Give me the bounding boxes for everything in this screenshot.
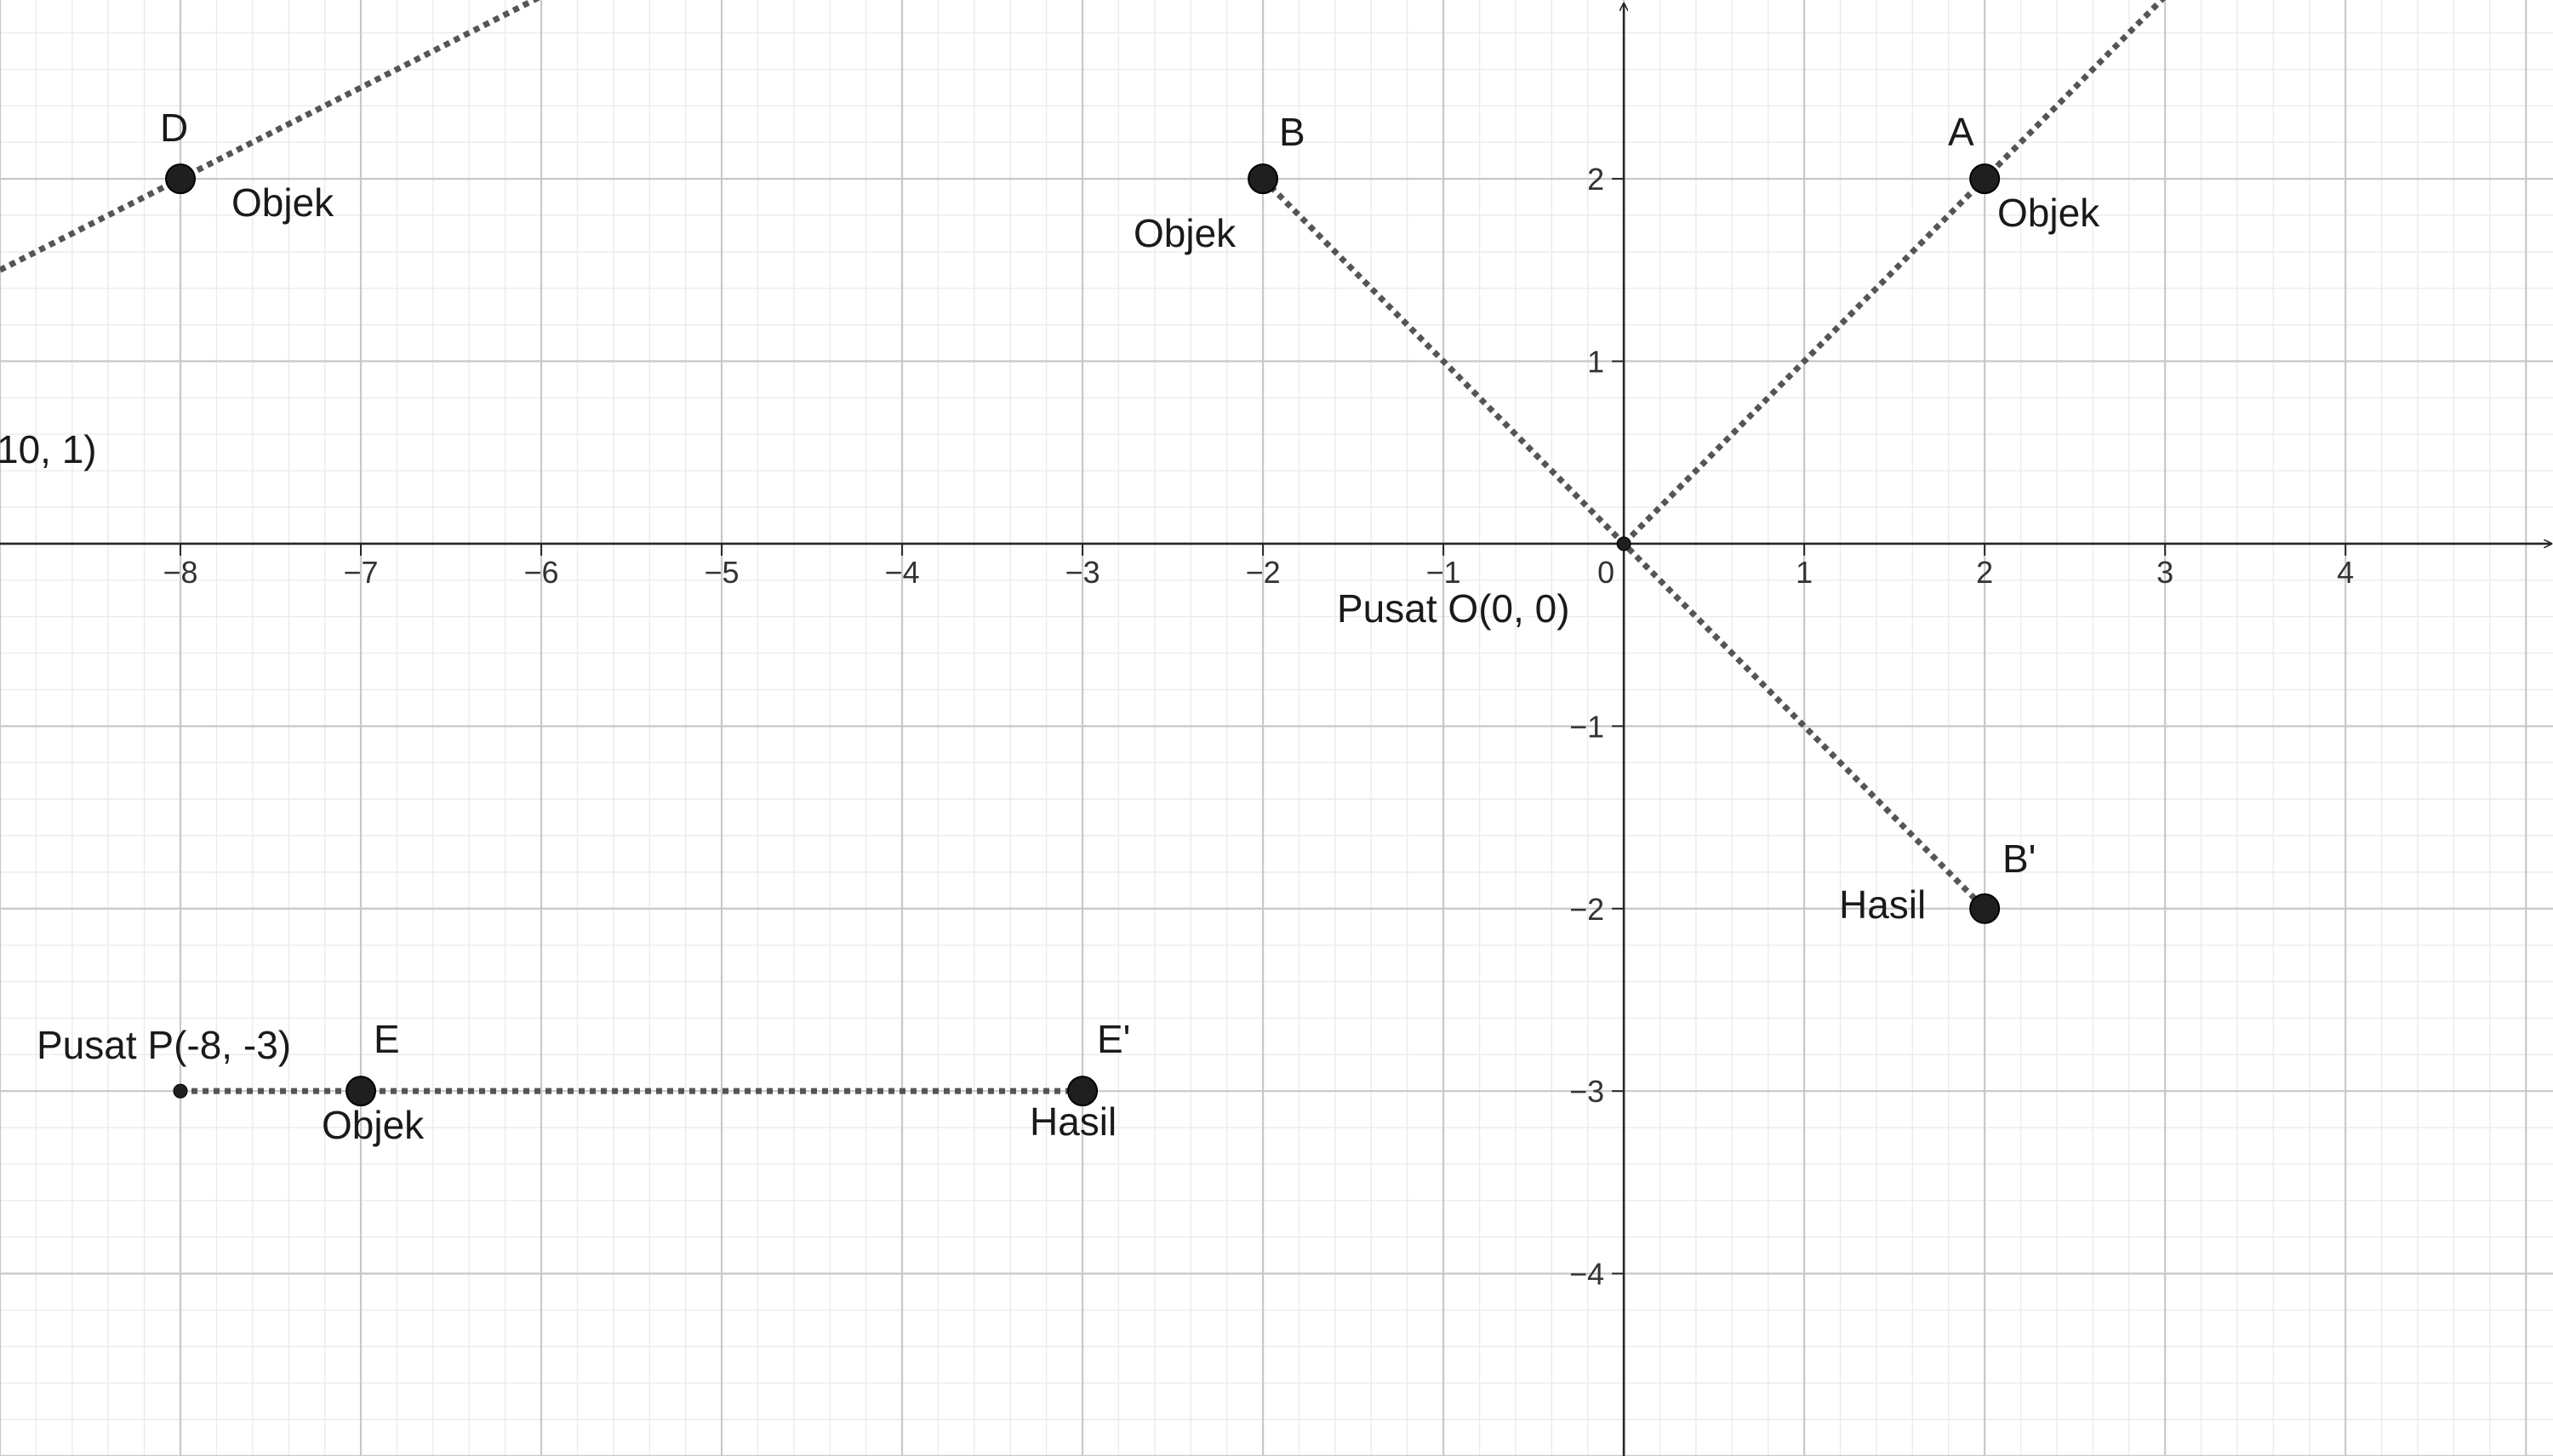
x-tick-label: 0 [1597, 555, 1614, 590]
point-p [173, 1083, 188, 1099]
x-tick-labels: −8 −7 −6 −5 −4 −3 −2 −1 0 1 2 3 4 [163, 555, 2354, 590]
point-d [165, 163, 197, 195]
point-eprime [1067, 1076, 1099, 1107]
x-tick-label: −2 [1246, 555, 1281, 590]
x-tick-label: −8 [163, 555, 197, 590]
point-e-name: E [374, 1017, 400, 1061]
line-a [1621, 0, 2166, 546]
line-d [0, 0, 541, 273]
point-b [1248, 163, 1279, 195]
point-a [1969, 163, 2001, 195]
point-o [1616, 536, 1631, 551]
point-e [346, 1076, 377, 1107]
x-tick-label: −5 [705, 555, 740, 590]
point-labels: D Objek B Objek A Objek B' Hasil E Objek… [0, 106, 2100, 1147]
cutoff-label: 10, 1) [0, 427, 97, 471]
x-tick-label: −6 [524, 555, 559, 590]
x-tick-label: 1 [1796, 555, 1813, 590]
point-eprime-name: E' [1097, 1017, 1130, 1061]
x-tick-label: 4 [2337, 555, 2354, 590]
x-tick-label: −3 [1065, 555, 1100, 590]
y-tick-label: −2 [1569, 892, 1604, 927]
x-tick-label: −4 [885, 555, 920, 590]
point-d-role: Objek [231, 180, 334, 225]
point-bprime [1969, 893, 2001, 924]
point-e-role: Objek [322, 1103, 425, 1147]
y-tick-label: −4 [1569, 1257, 1604, 1292]
point-bprime-name: B' [2002, 836, 2036, 881]
point-a-name: A [1948, 110, 1974, 154]
point-a-role: Objek [1997, 191, 2100, 235]
axes [0, 3, 2551, 1456]
center-o-label: Pusat O(0, 0) [1337, 586, 1570, 631]
point-b-name: B [1279, 110, 1305, 154]
y-tick-label: −3 [1569, 1074, 1604, 1109]
point-bprime-role: Hasil [1839, 882, 1926, 927]
y-tick-label: 2 [1587, 162, 1604, 197]
points [165, 163, 2001, 1107]
y-tick-label: 1 [1587, 345, 1604, 380]
point-b-role: Objek [1134, 211, 1237, 255]
y-tick-label: −1 [1569, 709, 1604, 744]
point-eprime-role: Hasil [1030, 1099, 1117, 1144]
x-tick-label: −1 [1426, 555, 1461, 590]
x-tick-label: 3 [2156, 555, 2173, 590]
point-d-name: D [160, 106, 188, 150]
x-tick-label: −7 [344, 555, 379, 590]
x-tick-label: 2 [1976, 555, 1993, 590]
center-p-label: Pusat P(-8, -3) [37, 1023, 291, 1067]
y-tick-labels: 2 1 −1 −2 −3 −4 [1569, 162, 1604, 1291]
